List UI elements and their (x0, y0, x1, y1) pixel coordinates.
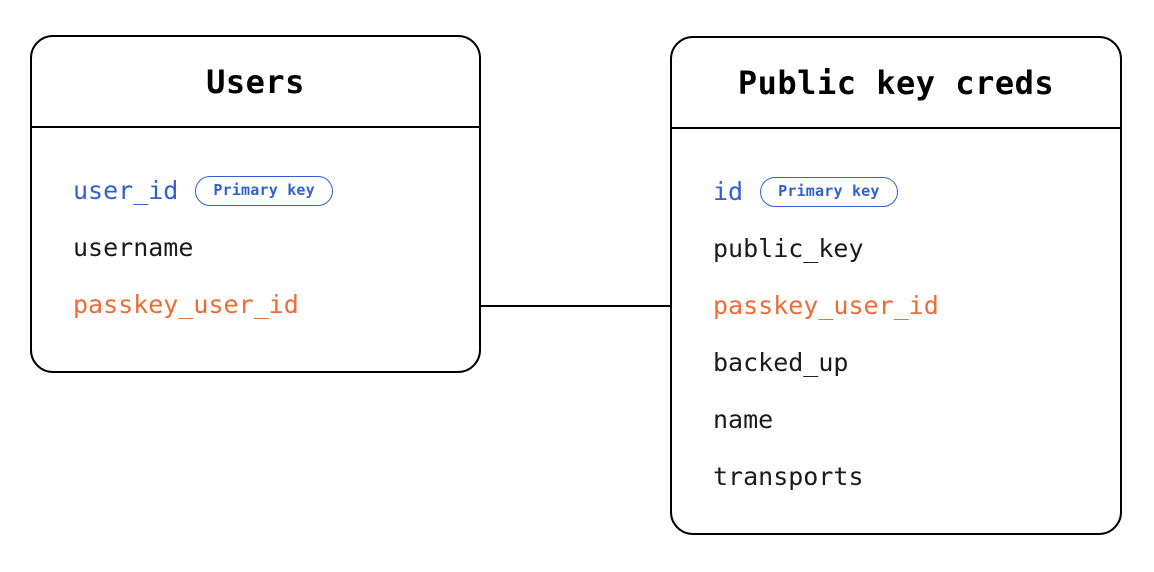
field-row[interactable]: public_key (713, 220, 1120, 277)
field-name-public-key: public_key (713, 234, 864, 263)
field-name-user-id: user_id (73, 176, 179, 205)
primary-key-badge: Primary key (195, 175, 333, 206)
primary-key-badge-label: Primary key (213, 181, 315, 199)
entity-users-header: Users (32, 37, 479, 128)
relationship-connector-line (481, 305, 670, 307)
field-name-id: id (713, 177, 744, 206)
entity-users-title: Users (206, 62, 305, 101)
field-row[interactable]: user_id Primary key (73, 162, 479, 219)
field-row[interactable]: passkey_user_id (73, 276, 479, 333)
field-row[interactable]: username (73, 219, 479, 276)
entity-public-key-creds-field-list: id Primary key public_key passkey_user_i… (672, 129, 1120, 505)
primary-key-badge: Primary key (760, 176, 898, 207)
field-row[interactable]: backed_up (713, 334, 1120, 391)
field-row[interactable]: passkey_user_id (713, 277, 1120, 334)
entity-users-field-list: user_id Primary key username passkey_use… (32, 128, 479, 333)
entity-public-key-creds-header: Public key creds (672, 38, 1120, 129)
field-name-passkey-user-id: passkey_user_id (73, 290, 299, 319)
entity-public-key-creds[interactable]: Public key creds id Primary key public_k… (670, 36, 1122, 535)
entity-users[interactable]: Users user_id Primary key username passk… (30, 35, 481, 373)
field-name-backed-up: backed_up (713, 348, 849, 377)
field-row[interactable]: id Primary key (713, 163, 1120, 220)
field-name-username: username (73, 233, 194, 262)
entity-public-key-creds-title: Public key creds (737, 63, 1055, 102)
field-row[interactable]: name (713, 391, 1120, 448)
primary-key-badge-label: Primary key (778, 182, 880, 200)
field-name-name: name (713, 405, 774, 434)
field-name-transports: transports (713, 462, 864, 491)
field-name-passkey-user-id: passkey_user_id (713, 291, 939, 320)
field-row[interactable]: transports (713, 448, 1120, 505)
